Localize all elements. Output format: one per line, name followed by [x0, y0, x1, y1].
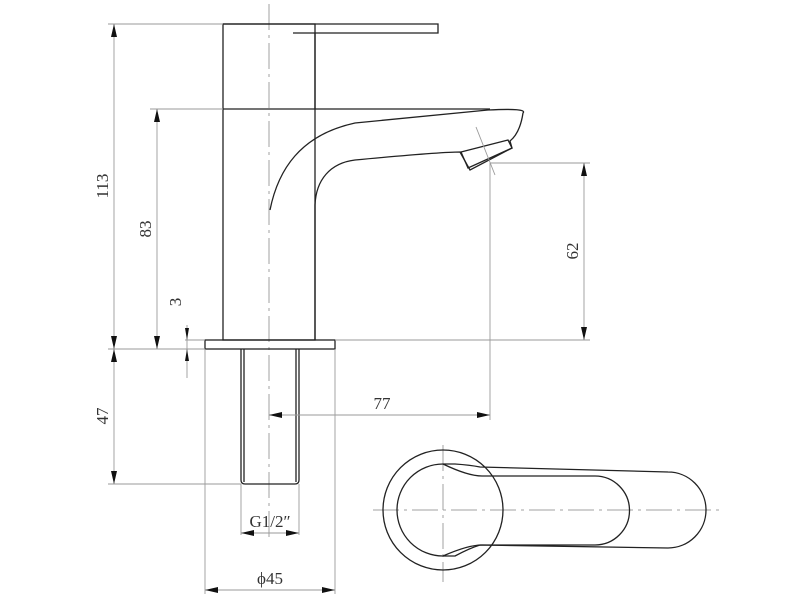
lever-handle	[223, 23, 439, 34]
dim-label-flange: 3	[166, 298, 185, 307]
lever-inner-outline	[442, 463, 631, 557]
arrow-icon	[185, 328, 189, 340]
arrow-icon	[111, 349, 117, 362]
aerator	[460, 139, 513, 169]
threaded-shank	[240, 349, 300, 485]
arrow-icon	[154, 336, 160, 349]
side-view	[204, 4, 525, 540]
arrow-icon	[581, 163, 587, 176]
arrow-icon	[205, 587, 218, 593]
arrow-icon	[111, 471, 117, 484]
arrow-icon	[269, 412, 282, 418]
aerator-axis	[475, 126, 496, 176]
arrow-icon	[241, 530, 254, 536]
spout	[269, 108, 525, 340]
dim-label-shank-length: 47	[93, 407, 112, 425]
dimensions: 113 83 3 62 47 77 G1/2″ ϕ	[93, 23, 590, 594]
top-view	[373, 445, 720, 582]
dim-label-spout-reach: 77	[374, 394, 392, 413]
base-circle	[382, 449, 504, 571]
dim-label-total-height: 113	[93, 174, 112, 199]
arrow-icon	[111, 24, 117, 37]
arrow-icon	[286, 530, 299, 536]
dim-label-spout-height: 83	[136, 221, 155, 238]
arrow-icon	[477, 412, 490, 418]
dim-label-thread: G1/2″	[249, 512, 290, 531]
arrow-icon	[581, 327, 587, 340]
arrow-icon	[154, 109, 160, 122]
arrow-icon	[111, 336, 117, 349]
dim-label-outlet-height: 62	[563, 243, 582, 260]
dim-label-diameter: ϕ45	[257, 569, 283, 588]
arrow-icon	[185, 349, 189, 361]
base-flange	[204, 339, 336, 350]
arrow-icon	[322, 587, 335, 593]
